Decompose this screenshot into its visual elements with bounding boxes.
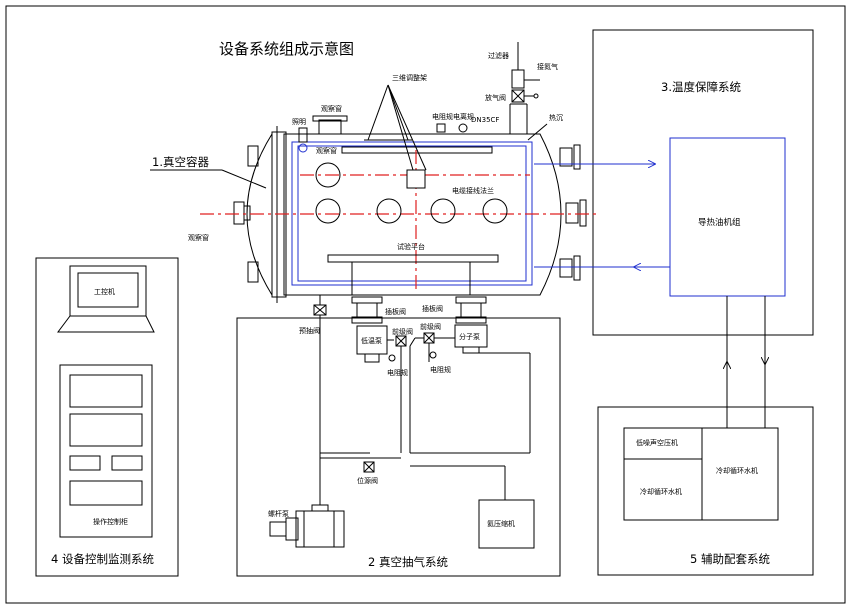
control-cabinet-label: 操作控制柜 — [93, 517, 128, 526]
port-circle — [482, 198, 508, 224]
gate-valve-2 — [460, 302, 482, 318]
auxiliary-system-label: 5 辅助配套系统 — [690, 552, 770, 566]
tripod-label: 三维调整架 — [392, 73, 427, 82]
control-system-box — [35, 257, 179, 577]
auxiliary-panel — [623, 427, 779, 521]
test-platform-label: 试验平台 — [397, 242, 425, 251]
gate-valve-2-label: 插板阀 — [422, 304, 443, 313]
temperature-system-label: 3.温度保障系统 — [661, 80, 741, 94]
oil-unit-box — [669, 137, 786, 297]
cable-flange-label: 电缆接线法兰 — [452, 186, 494, 195]
window-side-label: 观察窗 — [316, 146, 337, 155]
helium-compressor — [478, 499, 535, 549]
control-system-label: 4 设备控制监测系统 — [51, 552, 154, 566]
upper-rail — [341, 146, 493, 154]
gauge-right-label: 电阻规 — [430, 365, 451, 374]
lighting-fixture — [298, 127, 308, 143]
fore-valve-1-label: 前级阀 — [392, 327, 413, 336]
molecular-pump-label: 分子泵 — [459, 332, 480, 341]
outer-frame — [5, 5, 846, 604]
oil-unit-label: 导热油机组 — [698, 217, 741, 228]
port-circle — [430, 198, 456, 224]
gate-valve-1-label: 插板阀 — [385, 307, 406, 316]
vacuum-vessel-label: 1.真空容器 — [152, 155, 209, 169]
gauge-left-label: 电阻规 — [387, 368, 408, 377]
port-circle — [376, 198, 402, 224]
test-platform — [327, 254, 499, 263]
nitrogen-label: 接氮气 — [537, 62, 558, 71]
top-window — [318, 119, 342, 135]
compressor-label: 氦压缩机 — [487, 519, 515, 528]
temperature-system-box — [592, 29, 814, 336]
tripod-frame — [364, 84, 427, 189]
window-left-label: 观察窗 — [188, 233, 209, 242]
pumping-system-box — [236, 317, 561, 577]
vent-valve-label: 放气阀 — [485, 93, 506, 102]
resistance-gauge-top-label: 电阻规 — [432, 112, 453, 121]
control-cabinet — [59, 364, 153, 538]
dn-flange-label: DN35CF — [471, 116, 499, 124]
auxiliary-system-box — [597, 406, 814, 576]
lighting-icon — [298, 143, 308, 153]
window-top-label: 观察窗 — [321, 104, 342, 113]
cooling-water-1-label: 冷却循环水机 — [716, 466, 758, 475]
ipc-keyboard — [57, 315, 155, 333]
filter-unit — [511, 69, 525, 89]
air-compressor-label: 低噪声空压机 — [636, 438, 678, 447]
ipc-label: 工控机 — [94, 287, 115, 296]
relief-valve-label: 位源阀 — [357, 476, 378, 485]
gate-valve-1 — [356, 302, 378, 318]
port-circle — [315, 198, 341, 224]
relief-valve — [363, 461, 375, 473]
screw-pump-label: 螺杆泵 — [268, 509, 289, 518]
lighting-label: 照明 — [292, 118, 306, 126]
gauge-left — [388, 354, 396, 362]
ionization-gauge-top-label: 电离规 — [453, 112, 474, 121]
resistance-gauge-top — [436, 123, 446, 133]
prepump-valve-label: 预抽阀 — [299, 326, 320, 335]
low-temp-pump-label: 低温泵 — [361, 336, 382, 345]
gauge-right — [429, 351, 437, 359]
cooling-water-2-label: 冷却循环水机 — [640, 487, 682, 496]
diagram-title: 设备系统组成示意图 — [219, 40, 354, 58]
heat-sink-label: 热沉 — [549, 113, 563, 122]
ionization-gauge-top — [458, 123, 468, 133]
fore-valve-2-label: 前级阀 — [420, 322, 441, 331]
screw-pump — [295, 510, 345, 548]
port-circle — [315, 162, 341, 188]
pumping-system-label: 2 真空抽气系统 — [368, 555, 448, 569]
filter-label: 过滤器 — [488, 51, 509, 60]
